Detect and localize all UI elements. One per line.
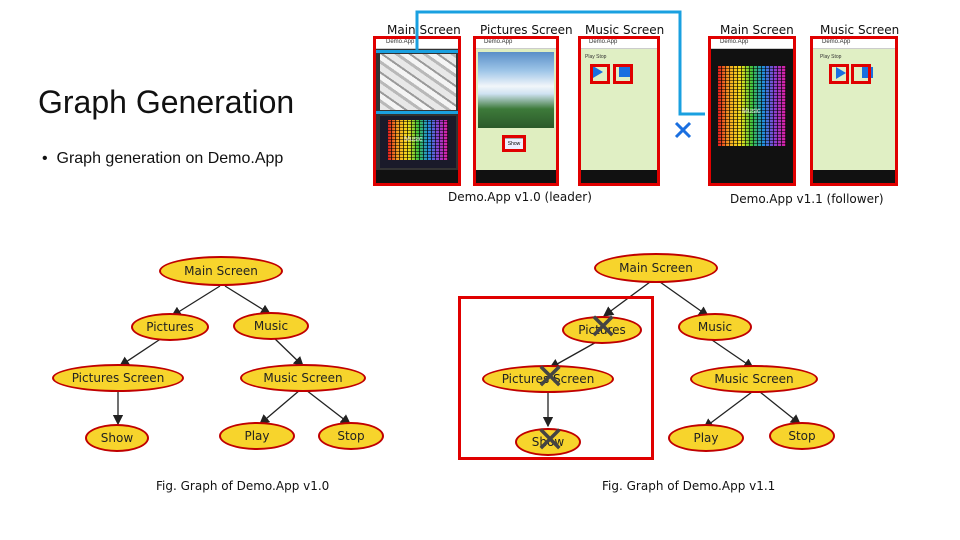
node-left-stop: Stop: [318, 422, 384, 450]
node-right-music: Music: [678, 313, 752, 341]
label-music-screen-v10: Music Screen: [585, 23, 665, 37]
removed-pictures-screen-x-icon: ✕: [535, 357, 566, 398]
bullet-text: Graph generation on Demo.App: [56, 150, 284, 167]
photos-thumbnail[interactable]: [380, 54, 456, 110]
node-right-pictures: Pictures: [562, 316, 642, 344]
phone-music-v11-screen: Demo.App Play Stop: [812, 36, 896, 170]
node-left-music: Music: [233, 312, 309, 340]
highlight-stop-button-v10: [613, 64, 633, 84]
stop-icon[interactable]: [619, 66, 630, 77]
play-icon[interactable]: [836, 67, 846, 79]
phone-pictures-v10-screen: Demo.App Show: [474, 36, 558, 170]
node-left-main-screen: Main Screen: [159, 256, 283, 286]
highlight-show-button: [502, 135, 526, 152]
waterfall-image: [478, 52, 554, 128]
removed-pictures-x-icon: ✕: [588, 307, 619, 348]
play-stop-label: Play Stop: [585, 54, 607, 60]
removed-show-x-icon: ✕: [535, 420, 566, 461]
phone-main-v11-screen: Demo.App Music: [710, 36, 794, 170]
node-right-music-screen: Music Screen: [690, 365, 818, 393]
node-right-pictures-screen: Pictures Screen: [482, 365, 614, 393]
highlight-pictures-screen-v10: [473, 36, 559, 186]
highlight-stop-button-v11: [851, 64, 871, 84]
play-icon[interactable]: [593, 66, 603, 78]
node-left-show: Show: [85, 424, 149, 452]
phone-pictures-v10: Demo.App Show: [474, 36, 558, 184]
stop-icon[interactable]: [862, 67, 873, 78]
phone-music-v11: Demo.App Play Stop: [812, 36, 896, 184]
node-left-play: Play: [219, 422, 295, 450]
label-main-screen-v11: Main Screen: [720, 23, 794, 37]
phone-main-v10: Demo.App Music: [376, 36, 460, 184]
caption-leader: Demo.App v1.0 (leader): [448, 190, 592, 204]
music-thumbnail[interactable]: Music: [380, 116, 456, 168]
connector-cross-icon: [674, 121, 692, 139]
highlight-music-screen-v11: [810, 36, 898, 186]
bullet-point: • Graph generation on Demo.App: [42, 150, 284, 167]
highlight-music-screen-v10: [578, 36, 660, 186]
phone-main-v10-screen: Demo.App Music: [376, 36, 460, 170]
highlight-play-button-v10: [590, 64, 610, 84]
phone-main-v11: Demo.App Music: [710, 36, 794, 184]
caption-follower: Demo.App v1.1 (follower): [730, 192, 884, 206]
caption-graph-v10: Fig. Graph of Demo.App v1.0: [156, 479, 330, 493]
node-left-pictures: Pictures: [131, 313, 209, 341]
highlight-removed-subgraph: [458, 296, 654, 460]
node-right-main-screen: Main Screen: [594, 253, 718, 283]
node-right-show: Show: [515, 428, 581, 456]
caption-graph-v11: Fig. Graph of Demo.App v1.1: [602, 479, 776, 493]
node-left-music-screen: Music Screen: [240, 364, 366, 392]
android-nav-bar: [376, 170, 460, 184]
label-music-screen-v11: Music Screen: [820, 23, 900, 37]
label-pictures-screen-v10: Pictures Screen: [480, 23, 573, 37]
phone-music-v10-screen: Demo.App Play Stop: [579, 36, 659, 170]
highlight-main-screen-v11: [708, 36, 796, 186]
node-right-stop: Stop: [769, 422, 835, 450]
phone-music-v10: Demo.App Play Stop: [579, 36, 659, 184]
highlight-play-button-v11: [829, 64, 849, 84]
label-main-screen-v10: Main Screen: [387, 23, 461, 37]
pictures-mapping-connector: [415, 10, 705, 116]
node-left-pictures-screen: Pictures Screen: [52, 364, 184, 392]
slide-title: Graph Generation: [38, 84, 295, 120]
node-right-play: Play: [668, 424, 744, 452]
